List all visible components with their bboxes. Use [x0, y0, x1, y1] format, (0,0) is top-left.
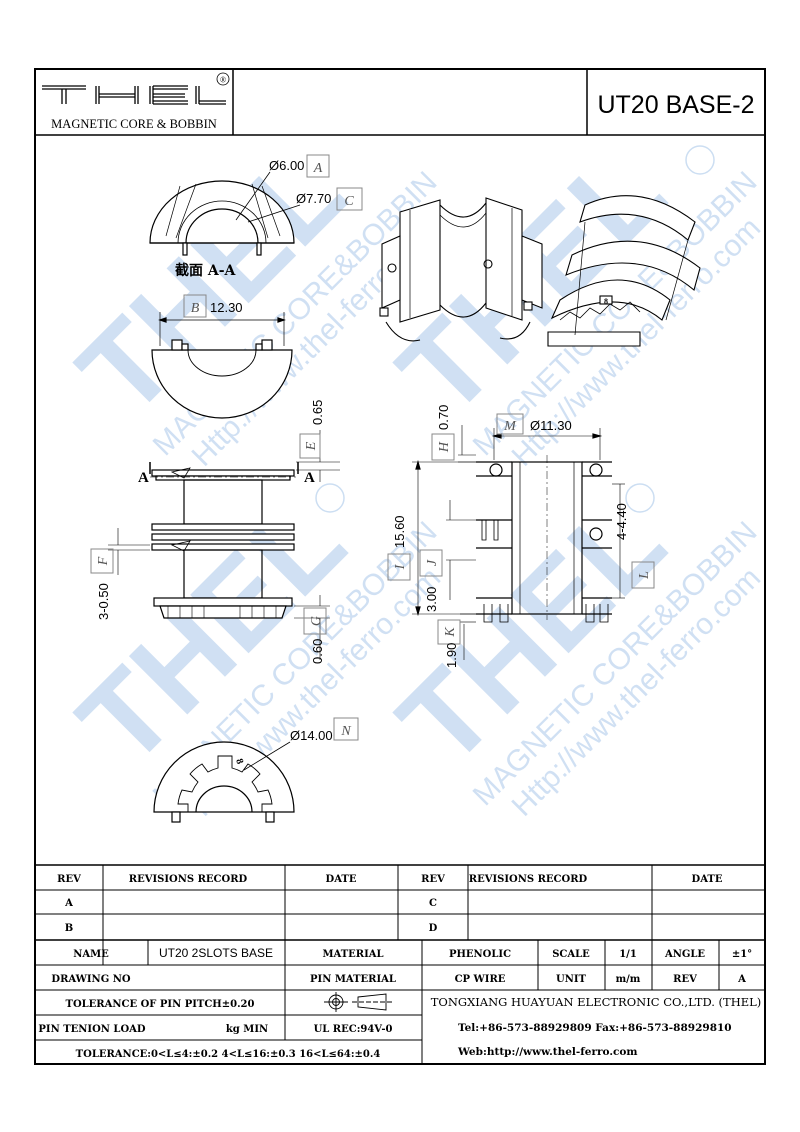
- watermark-group-4: THEL MAGNETIC CORE&BOBBIN Http://www.the…: [373, 474, 767, 823]
- web-url: Web:http://www.thel-ferro.com: [457, 1046, 638, 1058]
- plan-view: [153, 741, 295, 823]
- material-label: MATERIAL: [322, 949, 383, 960]
- angle-value: ±1°: [732, 949, 752, 960]
- dim-l-value: 4-4.40: [614, 503, 629, 540]
- unit-value: m/m: [616, 974, 641, 985]
- pin-tension-unit: kg MIN: [226, 1024, 268, 1035]
- dim-a-box: [306, 154, 330, 178]
- dim-j-letter: J: [425, 559, 440, 566]
- registered-mark: ®: [220, 76, 226, 85]
- dim-h-letter: H: [437, 441, 452, 453]
- dim-e-letter: E: [304, 441, 319, 451]
- watermark-registered-marks: [315, 145, 715, 513]
- name-label: NAME: [73, 949, 109, 960]
- rev-value: A: [737, 974, 746, 985]
- dim-n-box: [333, 717, 359, 741]
- dim-f-value: 3-0.50: [96, 583, 111, 620]
- bottom-view: [151, 312, 293, 419]
- dim-l-box: [631, 561, 655, 589]
- dim-b-letter: B: [191, 301, 200, 316]
- registered-icon: [216, 72, 230, 86]
- projection-symbol-icon: [324, 992, 394, 1012]
- dim-m-letter: M: [503, 419, 517, 434]
- dim-n-letter: N: [340, 724, 351, 739]
- revisions-header: REVISIONS RECORD: [129, 874, 248, 885]
- section-caption: 截面 A-A: [175, 262, 237, 279]
- tolerance-general: TOLERANCE:0<L≤4:±0.2 4<L≤16:±0.3 16<L≤64…: [76, 1049, 381, 1060]
- dim-c-letter: C: [344, 194, 354, 209]
- side-view: [108, 430, 340, 660]
- dim-f-box: [90, 548, 114, 574]
- dim-i-letter: I: [393, 563, 408, 570]
- unit-label: UNIT: [556, 974, 587, 985]
- dim-g-letter: G: [309, 616, 324, 626]
- dim-c-value: Ø7.70: [296, 191, 331, 206]
- rev-b: B: [65, 923, 73, 934]
- dim-k-box: [437, 619, 461, 645]
- isometric-view-2: 8: [547, 195, 701, 347]
- logo-subtitle: MAGNETIC CORE & BOBBIN: [51, 117, 217, 131]
- dim-k-value: 1.90: [444, 643, 459, 668]
- dim-g-value: 0.60: [310, 639, 325, 664]
- scale-label: SCALE: [552, 949, 590, 960]
- part-title: UT20 BASE-2: [597, 91, 754, 119]
- tel-fax: Tel:+86-573-88929809 Fax:+86-573-8892981…: [458, 1022, 732, 1034]
- section-view-a-a: [149, 171, 301, 256]
- isometric-view-1: [379, 197, 543, 342]
- name-value: UT20 2SLOTS BASE: [159, 946, 273, 960]
- scale-value: 1/1: [619, 949, 637, 960]
- material-value: PHENOLIC: [449, 949, 511, 960]
- pin-tension-label: PIN TENION LOAD: [38, 1024, 146, 1035]
- rev-c: C: [429, 898, 437, 909]
- header: ® MAGNETIC CORE & BOBBIN UT20 BASE-2: [35, 69, 765, 136]
- front-view: [412, 425, 625, 660]
- dim-l-letter: L: [637, 571, 652, 580]
- angle-label: ANGLE: [664, 949, 705, 960]
- dim-h-value: 0.70: [436, 405, 451, 430]
- rev-d: D: [429, 923, 438, 934]
- date-header-2: DATE: [692, 874, 723, 885]
- dim-i-value: 15.60: [392, 515, 407, 548]
- pin-material-label: PIN MATERIAL: [310, 974, 396, 985]
- dim-n-value: Ø14.00: [290, 728, 333, 743]
- thel-logo: [42, 85, 226, 105]
- section-marker-right: A: [304, 470, 315, 486]
- pin-mark-iso: 8: [604, 297, 608, 306]
- dim-j-value: 3.00: [424, 587, 439, 612]
- dim-m-box: [496, 413, 524, 435]
- ul-rec: UL REC:94V-0: [314, 1024, 393, 1035]
- dim-k-letter: K: [443, 627, 458, 638]
- dim-h-box: [431, 433, 455, 461]
- dim-a-letter: A: [313, 161, 323, 176]
- drawing-border: [34, 68, 766, 1065]
- revisions-header-2: REVISIONS RECORD: [469, 874, 588, 885]
- dim-m-value: Ø11.30: [530, 418, 572, 433]
- dim-g-box: [303, 607, 327, 635]
- rev-label: REV: [673, 974, 697, 985]
- title-block-grid: [35, 864, 765, 1064]
- dim-c-box: [336, 187, 363, 211]
- company-name: TONGXIANG HUAYUAN ELECTRONIC CO.,LTD. (T…: [431, 995, 762, 1009]
- rev-header: REV: [57, 874, 81, 885]
- dim-a-value: Ø6.00: [269, 158, 304, 173]
- rev-header-2: REV: [421, 874, 445, 885]
- dim-b-value: 12.30: [210, 300, 243, 315]
- dim-e-value: 0.65: [310, 400, 325, 425]
- tolerance-pitch: TOLERANCE OF PIN PITCH±0.20: [66, 999, 255, 1010]
- date-header: DATE: [326, 874, 357, 885]
- section-marker-left: A: [138, 470, 149, 486]
- pin-material-value: CP WIRE: [455, 974, 506, 985]
- rev-a: A: [64, 898, 73, 909]
- pin-mark-plan: 8: [233, 757, 245, 765]
- dim-e-box: [299, 433, 321, 459]
- dim-b-box: [183, 294, 207, 318]
- dim-i-box: [387, 553, 411, 581]
- drawing-no-label: DRAWING NO: [51, 974, 130, 985]
- dim-j-box: [419, 549, 443, 577]
- dim-f-letter: F: [96, 556, 111, 566]
